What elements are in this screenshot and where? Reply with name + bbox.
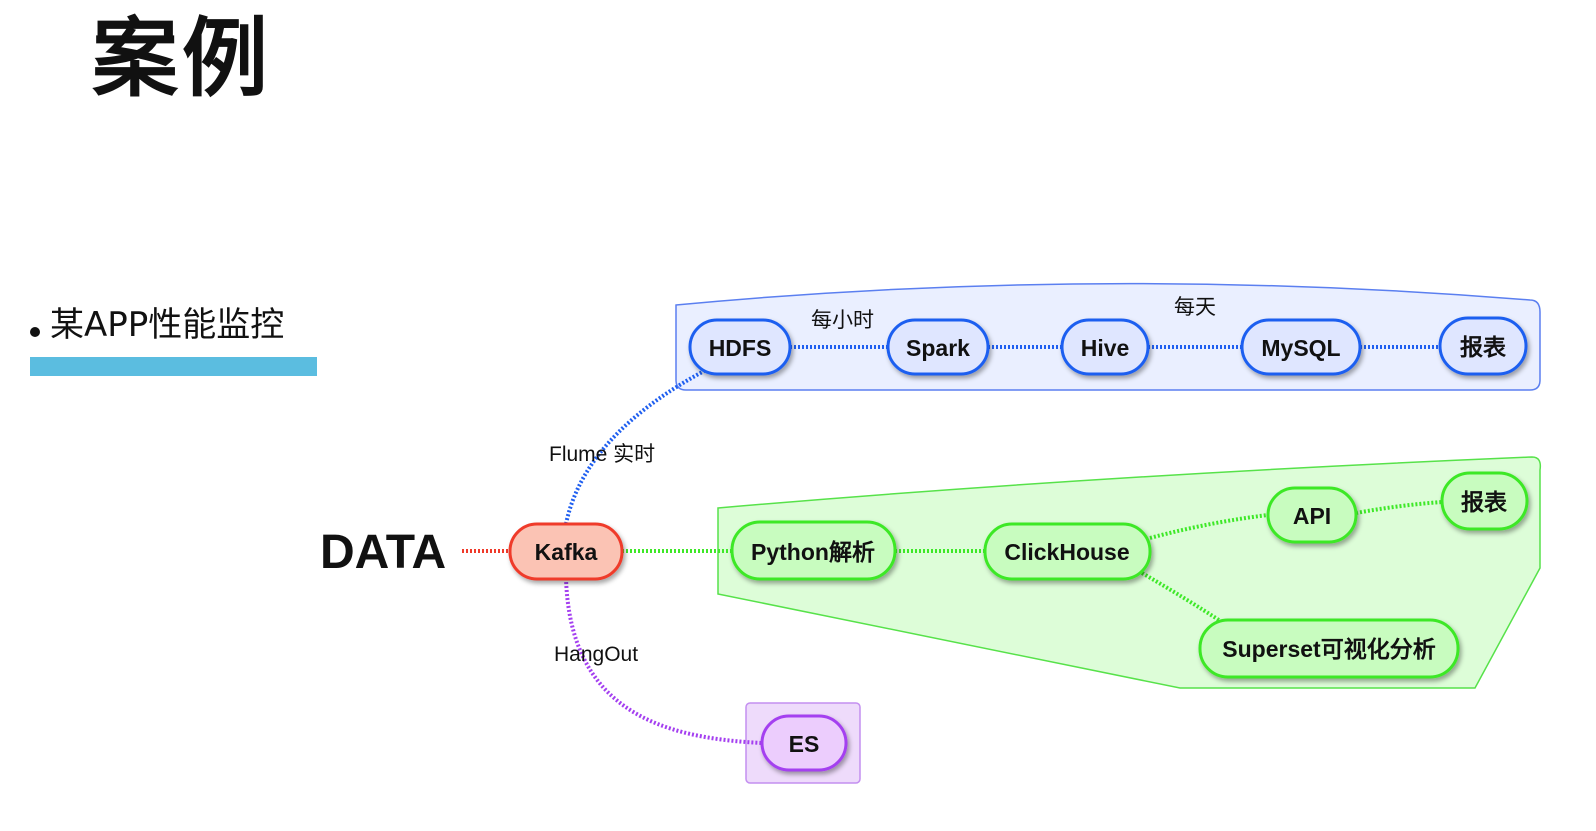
node-report-mid: 报表 <box>1440 471 1529 531</box>
data-source-label: DATA <box>320 526 446 579</box>
edge-label-hourly: 每小时 <box>811 309 874 332</box>
edge-label-daily: 每天 <box>1174 296 1216 319</box>
node-es-label: ES <box>789 731 820 757</box>
page-title: 案例 <box>92 9 272 109</box>
node-api: API <box>1266 486 1358 544</box>
highlight-bar <box>30 357 317 376</box>
edge-clickhouse-superset <box>1140 571 1224 624</box>
edge-label-hangout: HangOut <box>554 643 638 666</box>
node-superset-label: Superset可视化分析 <box>1222 636 1435 662</box>
node-spark: Spark <box>886 318 990 376</box>
node-superset: Superset可视化分析 <box>1198 618 1460 679</box>
node-kafka-label: Kafka <box>535 539 598 565</box>
bullet-item: 某APP性能监控 <box>30 305 284 346</box>
node-mysql-label: MySQL <box>1261 335 1340 361</box>
node-api-label: API <box>1293 503 1331 529</box>
node-clickhouse: ClickHouse <box>983 522 1152 581</box>
node-mysql: MySQL <box>1240 318 1362 376</box>
node-clickhouse-label: ClickHouse <box>1004 539 1129 565</box>
node-report-top: 报表 <box>1438 316 1528 376</box>
node-spark-label: Spark <box>906 335 970 361</box>
node-python: Python解析 <box>730 520 897 581</box>
node-es: ES <box>760 714 848 772</box>
node-python-label: Python解析 <box>751 539 875 565</box>
node-hdfs: HDFS <box>688 318 792 376</box>
bullet-text: 某APP性能监控 <box>50 305 285 345</box>
edge-kafka-hdfs <box>564 368 707 525</box>
edge-api-report <box>1355 500 1443 515</box>
edge-clickhouse-api <box>1149 513 1269 540</box>
node-hive-label: Hive <box>1081 335 1130 361</box>
node-kafka: Kafka <box>508 522 624 581</box>
node-hdfs-label: HDFS <box>709 335 772 361</box>
node-report-top-label: 报表 <box>1460 334 1507 360</box>
bullet-dot-icon <box>30 326 40 337</box>
edge-kafka-es <box>564 577 763 745</box>
edge-label-flume: Flume 实时 <box>549 443 655 466</box>
node-hive: Hive <box>1060 318 1150 376</box>
node-report-mid-label: 报表 <box>1461 489 1508 515</box>
